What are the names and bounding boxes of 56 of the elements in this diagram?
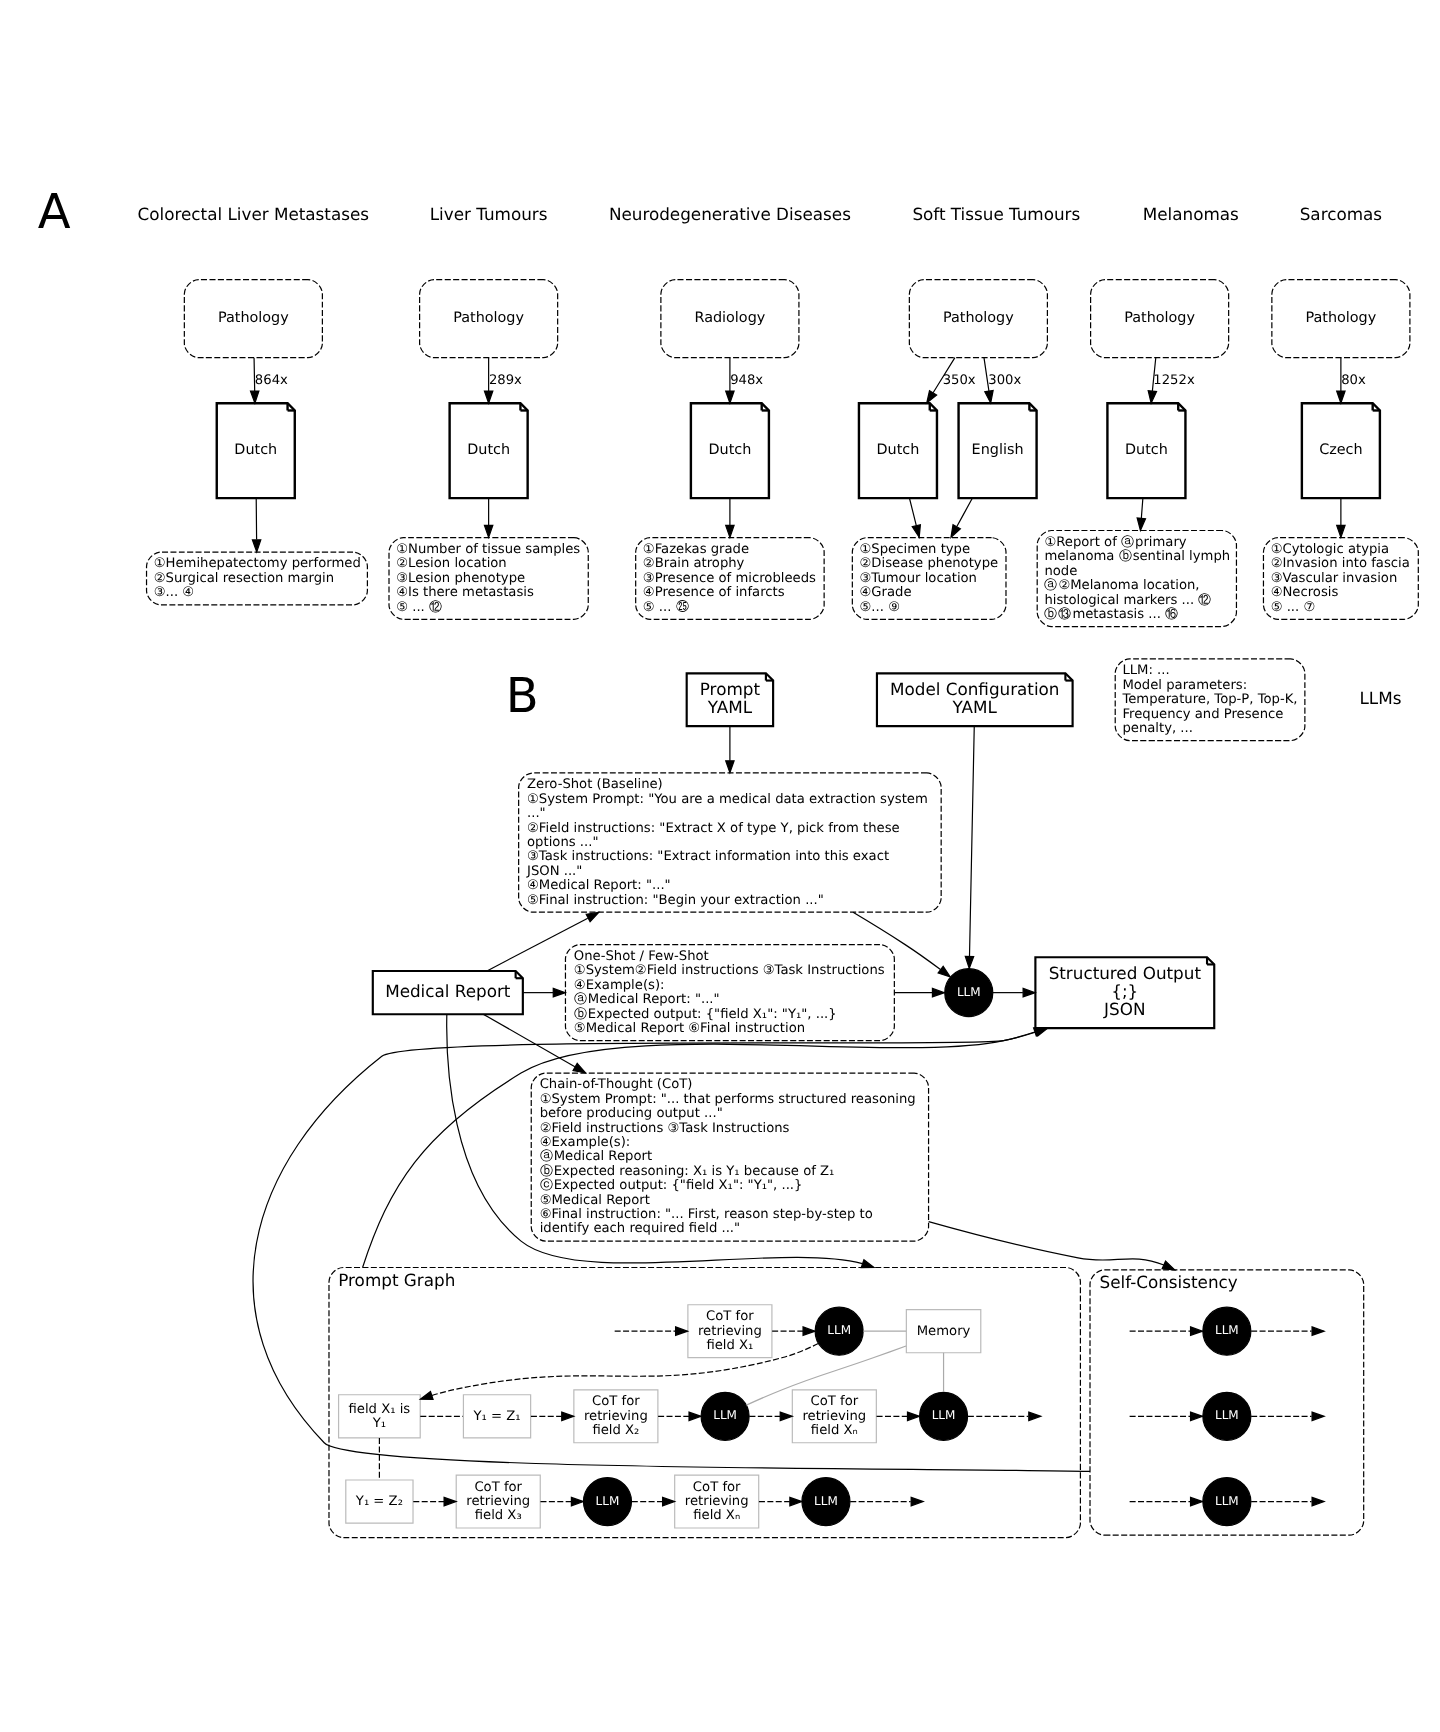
label: Sarcomas xyxy=(1299,204,1383,225)
arrow xyxy=(1250,1496,1326,1507)
arrow xyxy=(724,357,735,405)
arrow xyxy=(983,357,994,405)
arrow xyxy=(1129,1496,1205,1507)
arrow xyxy=(530,1411,576,1422)
arrow xyxy=(1136,497,1147,533)
arrow xyxy=(849,1496,925,1507)
arrow xyxy=(418,1343,819,1401)
arrow xyxy=(1250,1411,1326,1422)
label: Neurodegenerative Diseases xyxy=(608,204,851,225)
arrow xyxy=(875,1411,922,1422)
arrow xyxy=(758,1496,804,1507)
arrow xyxy=(950,497,973,539)
arrow xyxy=(992,987,1037,998)
arrow xyxy=(251,497,262,554)
arrow xyxy=(1129,1326,1205,1337)
connector xyxy=(378,1437,380,1481)
connector xyxy=(862,1330,907,1332)
arrow xyxy=(412,1496,458,1507)
arrow xyxy=(249,357,260,405)
arrow xyxy=(446,1013,876,1269)
arrow xyxy=(967,1411,1043,1422)
arrow xyxy=(482,1013,588,1074)
arrow xyxy=(1250,1326,1326,1337)
arrow xyxy=(771,1326,817,1337)
arrow xyxy=(908,497,922,540)
arrow xyxy=(894,987,947,998)
arrow xyxy=(614,1326,690,1337)
connector xyxy=(745,1345,907,1406)
arrow xyxy=(1335,497,1346,540)
arrow xyxy=(925,357,956,405)
arrow xyxy=(724,497,735,540)
arrow xyxy=(483,357,494,405)
arrow xyxy=(724,725,735,775)
arrow xyxy=(928,1221,1177,1271)
label: Melanomas xyxy=(1142,204,1239,225)
label: LLMs xyxy=(1359,688,1402,709)
label: Soft Tissue Tumours xyxy=(912,204,1081,225)
arrow xyxy=(631,1496,677,1507)
label: Liver Tumours xyxy=(429,204,548,225)
arrow xyxy=(1129,1411,1205,1422)
arrow xyxy=(539,1496,586,1507)
arrow xyxy=(748,1411,795,1422)
arrow xyxy=(964,725,975,971)
arrow xyxy=(657,1411,703,1422)
label: B xyxy=(505,667,539,724)
connector xyxy=(942,1352,945,1393)
arrow xyxy=(522,987,568,998)
arrow xyxy=(483,497,494,540)
label: A xyxy=(37,184,71,241)
label: Colorectal Liver Metastases xyxy=(137,204,370,225)
arrow xyxy=(486,911,601,972)
arrow xyxy=(1335,357,1346,405)
arrow xyxy=(1147,357,1158,405)
connector xyxy=(419,1415,464,1417)
